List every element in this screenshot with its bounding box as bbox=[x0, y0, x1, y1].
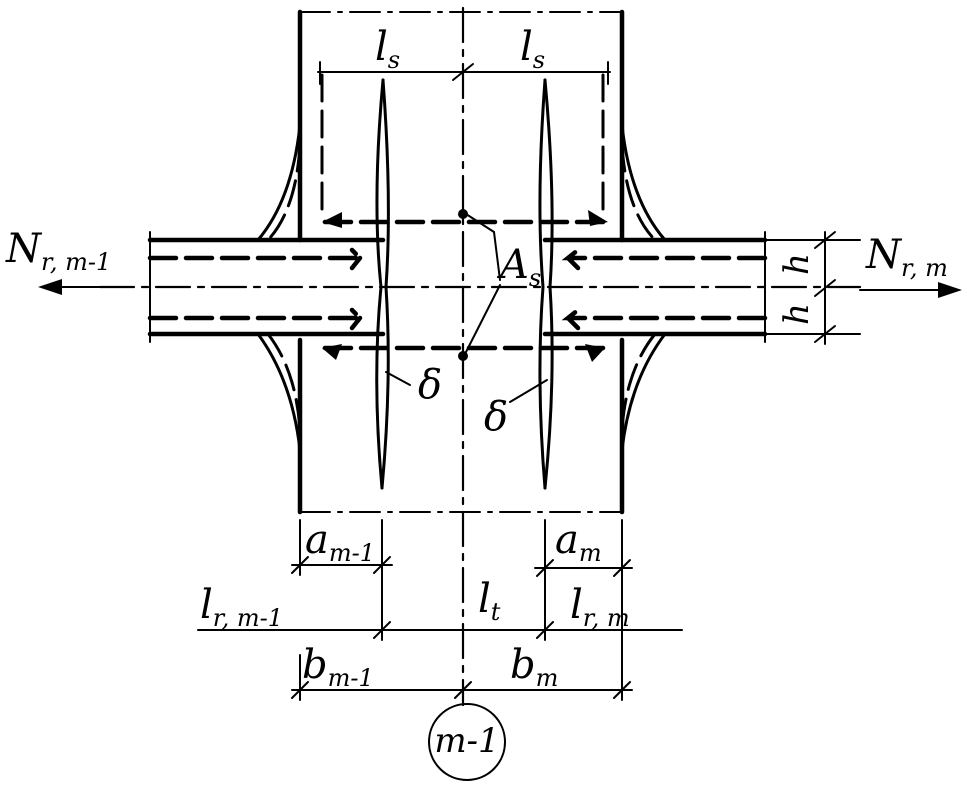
anchor-bottom-left bbox=[322, 344, 342, 360]
joint-left-inner bbox=[380, 78, 390, 490]
h-tick-bottom bbox=[814, 325, 836, 343]
as-leader-bottom bbox=[465, 284, 501, 353]
grid-axis-bubble: m-1 bbox=[428, 703, 506, 781]
lr-left-label: lr, m-1 bbox=[200, 582, 283, 632]
a-right-tick-1 bbox=[536, 559, 554, 577]
haunch-right-top bbox=[620, 123, 667, 242]
haunch-right-bottom bbox=[620, 332, 667, 452]
dimension-h bbox=[764, 231, 861, 345]
h-top-label: h bbox=[777, 253, 817, 275]
joint-right-inner bbox=[543, 78, 554, 490]
a-left-tick-2 bbox=[373, 556, 391, 574]
anchor-bottom-right bbox=[585, 344, 605, 362]
force-right-label: Nr, m bbox=[865, 232, 948, 282]
ls-right-label: ls bbox=[520, 24, 545, 74]
rebar-right-bottom bbox=[561, 307, 768, 331]
b-tick-left bbox=[291, 681, 309, 699]
b-tick-center bbox=[454, 681, 472, 699]
rebar-left-top bbox=[147, 247, 366, 271]
joint-right-outer bbox=[538, 78, 547, 490]
dimension-ls bbox=[317, 61, 611, 85]
haunch-right-top-inner bbox=[620, 143, 657, 242]
lr-right-label: lr, m bbox=[570, 582, 630, 632]
joint-gaps bbox=[375, 78, 554, 490]
lr-tick-left bbox=[373, 621, 391, 639]
b-left-label: bm-1 bbox=[302, 642, 374, 692]
delta-left-leader bbox=[385, 371, 411, 386]
lt-label: lt bbox=[478, 576, 501, 626]
rebar-right-top bbox=[561, 247, 768, 271]
haunch-left-bottom-inner bbox=[266, 332, 302, 432]
anchor-top-left bbox=[322, 212, 342, 228]
grid-axis-label: m-1 bbox=[434, 721, 499, 761]
dimension-b bbox=[291, 654, 633, 701]
dimension-a bbox=[291, 519, 633, 701]
delta-left-label: δ bbox=[418, 362, 442, 408]
dim-ls-tick-center bbox=[452, 63, 474, 81]
node-bottom bbox=[458, 351, 468, 361]
anchor-top-right bbox=[588, 210, 608, 226]
a-left-tick-1 bbox=[291, 556, 309, 574]
b-right-label: bm bbox=[510, 642, 558, 692]
h-tick-mid bbox=[814, 279, 836, 297]
as-label: As bbox=[496, 242, 541, 292]
delta-right-leader bbox=[509, 379, 548, 403]
force-right-arrowhead bbox=[938, 282, 962, 298]
dimension-lr bbox=[197, 621, 683, 639]
force-left-arrowhead bbox=[38, 279, 62, 295]
force-arrows bbox=[38, 279, 962, 298]
as-leader-top bbox=[465, 213, 495, 233]
joint-left-outer bbox=[375, 78, 385, 490]
rebar-left-bottom bbox=[147, 307, 366, 331]
haunch-right-bottom-inner bbox=[620, 332, 657, 432]
haunch-left-bottom bbox=[256, 332, 302, 452]
h-bottom-label: h bbox=[777, 303, 817, 325]
a-left-label: am-1 bbox=[305, 517, 375, 567]
grid-axis-circle bbox=[428, 703, 506, 781]
force-left-label: Nr, m-1 bbox=[5, 226, 111, 276]
h-tick-top bbox=[814, 231, 836, 249]
as-leaders bbox=[465, 213, 501, 353]
node-top bbox=[458, 209, 468, 219]
lr-tick-right bbox=[536, 621, 554, 639]
a-right-tick-2 bbox=[613, 559, 631, 577]
delta-right-label: δ bbox=[484, 394, 508, 440]
a-right-label: am bbox=[555, 517, 602, 567]
b-tick-right bbox=[613, 681, 631, 699]
haunches bbox=[256, 123, 667, 452]
haunch-left-top-inner bbox=[266, 143, 302, 242]
ls-left-label: ls bbox=[375, 24, 400, 74]
haunch-left-top bbox=[256, 123, 302, 242]
as-leader-top-2 bbox=[493, 231, 501, 281]
slab-left bbox=[147, 231, 386, 343]
